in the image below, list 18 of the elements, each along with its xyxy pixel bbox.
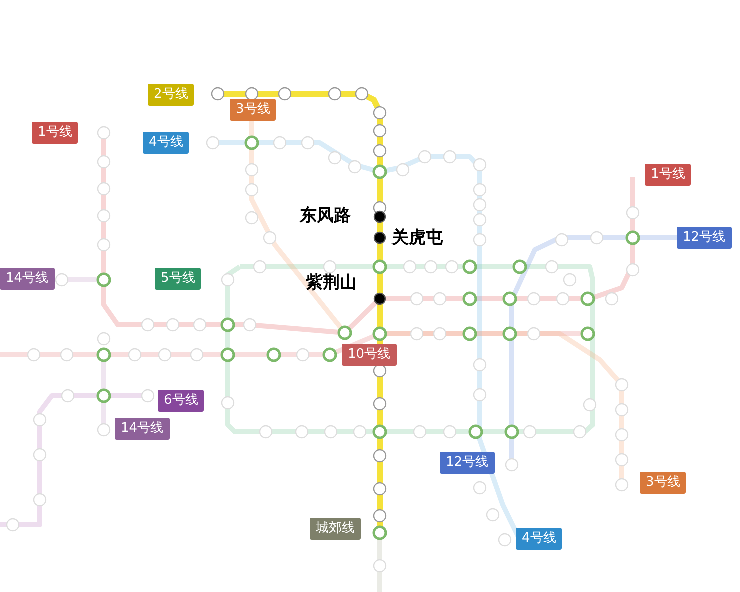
line-name-tag: 12号线	[440, 452, 495, 474]
line-name-tag: 3号线	[230, 99, 276, 121]
line-name-tag: 14号线	[0, 268, 55, 290]
line-name-tag: 5号线	[155, 268, 202, 290]
line-name-tag: 2号线	[148, 84, 194, 106]
station-name: 东风路	[300, 205, 351, 227]
station-name: 紫荆山	[306, 272, 357, 294]
line-name-tag: 4号线	[516, 528, 562, 550]
line-name-tag: 3号线	[640, 472, 686, 494]
line-name-tag: 6号线	[158, 390, 204, 412]
line-name-tag: 14号线	[115, 418, 170, 440]
station-name: 关虎屯	[392, 227, 443, 249]
line-name-tag: 1号线	[645, 164, 692, 186]
line-name-tag: 4号线	[143, 132, 190, 154]
line-name-tag: 12号线	[677, 227, 732, 249]
line-name-tag: 10号线	[342, 344, 397, 366]
line-name-tag: 1号线	[32, 122, 78, 144]
line-name-tag: 城郊线	[310, 518, 361, 540]
